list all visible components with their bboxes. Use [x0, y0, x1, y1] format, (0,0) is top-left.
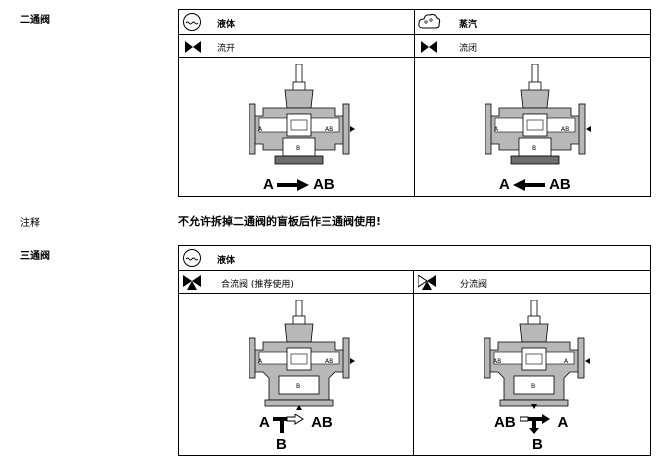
three-way-media-cell: 液体: [178, 245, 651, 271]
flow-to: AB: [549, 176, 571, 193]
port-label-a: A: [494, 126, 499, 133]
arrow-right-icon: [277, 179, 310, 192]
valve-symbol-icon: [421, 41, 437, 53]
flow-diverting-diagram: AB A: [494, 414, 568, 434]
two-way-right-diagram-cell: A AB B A AB: [414, 57, 651, 197]
flow-mixing-diagram: A AB: [259, 413, 333, 434]
liquid-icon: [183, 249, 201, 267]
note-text: 不允许拆掉二通阀的盲板后作三通阀使用!: [178, 215, 382, 228]
media-label-liquid: 液体: [217, 20, 236, 30]
three-way-valve-diagram-left: A AB B: [249, 300, 355, 410]
two-way-right-flow-cell: 流闭: [414, 34, 651, 58]
diverting-arrow-icon: [519, 414, 550, 434]
port-label-a: A: [564, 358, 569, 365]
flow-b-label: B: [276, 436, 287, 453]
section-title-two-way: 二通阀: [20, 15, 50, 26]
arrow-left-icon: [513, 179, 546, 192]
flow-from: A: [263, 176, 274, 193]
flow-a: A: [557, 414, 569, 431]
media-label-liquid: 液体: [217, 256, 236, 266]
flow-label-diverting: 分流阀: [460, 280, 488, 290]
port-label-ab: AB: [325, 126, 333, 133]
diverting-valve-symbol-icon: [418, 275, 436, 290]
two-way-left-media-cell: 液体: [178, 9, 415, 35]
mixing-valve-symbol-icon: [183, 275, 201, 290]
mixing-arrow-icon: [273, 413, 305, 433]
two-way-left-flow-cell: 流开: [178, 34, 415, 58]
two-way-right-media-cell: 蒸汽: [414, 9, 651, 35]
media-label-steam: 蒸汽: [459, 20, 478, 30]
port-label-ab: AB: [493, 358, 501, 365]
liquid-icon: [183, 13, 201, 31]
note-label: 注释: [20, 218, 40, 229]
port-label-b: B: [296, 383, 300, 390]
port-label-b: B: [531, 383, 535, 390]
flow-to: AB: [313, 176, 335, 193]
two-way-valve-diagram-right: A AB B: [485, 64, 591, 165]
three-way-right-diagram-cell: AB A B AB A B: [413, 293, 651, 456]
flow-direction-left: A AB: [263, 176, 335, 193]
section-title-three-way: 三通阀: [20, 251, 50, 262]
three-way-left-diagram-cell: A AB B A AB B: [178, 293, 414, 456]
port-label-a: A: [258, 126, 263, 133]
flow-ab: AB: [311, 414, 333, 431]
port-label-ab: AB: [325, 358, 333, 365]
steam-icon: [418, 13, 441, 29]
flow-direction-right: A AB: [499, 176, 571, 193]
three-way-left-flow-cell: 合流阀 (推荐使用): [178, 270, 414, 294]
flow-label-close: 流闭: [459, 44, 478, 54]
three-way-valve-diagram-right: AB A B: [484, 300, 590, 409]
flow-label-open: 流开: [217, 44, 236, 54]
port-label-b: B: [532, 145, 536, 152]
flow-from: A: [499, 176, 510, 193]
flow-b-label: B: [532, 436, 543, 453]
two-way-left-diagram-cell: A AB B A AB: [178, 57, 415, 197]
port-label-ab: AB: [561, 126, 569, 133]
flow-label-mixing: 合流阀 (推荐使用): [221, 280, 294, 290]
port-label-a: A: [258, 358, 263, 365]
flow-a: A: [259, 414, 270, 431]
two-way-valve-diagram-left: A AB B: [249, 64, 355, 165]
port-label-b: B: [296, 145, 300, 152]
three-way-right-flow-cell: 分流阀: [413, 270, 651, 294]
flow-ab: AB: [494, 414, 516, 431]
valve-symbol-icon: [185, 41, 201, 53]
